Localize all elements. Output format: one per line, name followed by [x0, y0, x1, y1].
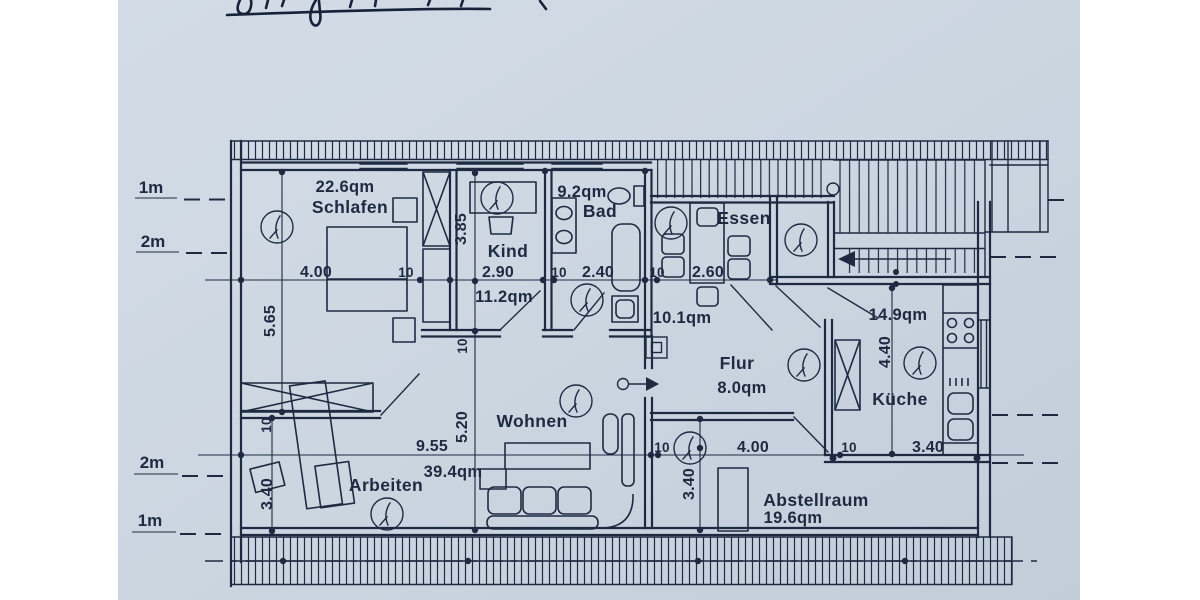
dim-label-3: 10 [551, 265, 566, 280]
wardrobe-column [422, 171, 451, 323]
dim-label-12: 5.65 [262, 305, 279, 337]
dim-label-19: 3.40 [681, 468, 698, 500]
roof-hatch-bands [230, 140, 1049, 586]
wall-junction-box [645, 336, 668, 359]
desk-chair [249, 461, 286, 494]
wall-junction-box-inner [650, 341, 663, 354]
bath-fixtures [551, 185, 645, 323]
room-label-bad: Bad [583, 201, 617, 221]
dim-label-16: 10 [455, 338, 470, 353]
dim-label-15: 3.85 [453, 213, 470, 245]
dimension-lines [132, 170, 1024, 533]
dim-label-10: 10 [841, 440, 856, 455]
sink-basin [947, 392, 974, 415]
bottom-hatch-band-lower [231, 561, 1012, 585]
room-label-flur: Flur [720, 353, 755, 373]
dim-label-2: 2.90 [482, 264, 514, 281]
height-mark-2: 2m [140, 453, 165, 472]
sofa-group [479, 413, 635, 530]
shower [611, 295, 639, 323]
dim-label-9: 4.00 [737, 439, 769, 456]
handwritten-note [225, 0, 548, 27]
stove-burner [946, 332, 958, 344]
windows [359, 163, 991, 389]
measure-dots [237, 167, 981, 565]
room-area-essen: 10.1qm [653, 309, 712, 327]
bed-kind [469, 181, 537, 235]
room-label-kueche: Küche [872, 389, 927, 409]
height-mark-0: 1m [139, 178, 164, 197]
dim-label-13: 10 [259, 417, 274, 432]
stove-burner [963, 332, 975, 344]
dim-label-6: 2.60 [692, 264, 724, 281]
height-lines [180, 198, 1064, 562]
furniture [240, 171, 979, 532]
bed-double [326, 197, 418, 343]
dim-label-5: 10 [649, 265, 664, 280]
storage-shelf [717, 467, 749, 532]
bathtub [611, 223, 641, 292]
room-area-kueche: 14.9qm [869, 306, 928, 324]
room-area-kind: 11.2qm [475, 288, 533, 306]
desk [288, 380, 356, 510]
door-leaves [380, 284, 879, 453]
dim-label-4: 2.40 [582, 264, 614, 281]
room-label-abstellraum: Abstellraum [763, 490, 869, 510]
kitchen-counter [942, 284, 979, 456]
staircase [826, 159, 986, 278]
room-label-wohnen: Wohnen [496, 411, 567, 431]
room-area-wohnen: 39.4qm [424, 463, 483, 481]
dim-label-11: 3.40 [912, 439, 944, 456]
dim-label-17: 5.20 [454, 411, 471, 443]
room-area-flur: 8.0qm [717, 379, 766, 397]
dining-set [661, 202, 751, 307]
room-label-essen: Essen [717, 208, 771, 228]
roof-edge-right [984, 140, 1049, 233]
stove-burner [963, 317, 975, 329]
top-hatch-band [231, 141, 1048, 160]
dim-label-8: 10 [654, 440, 669, 455]
toilet [607, 187, 631, 205]
dining-table [689, 202, 725, 284]
stove-burner [946, 317, 958, 329]
stair-direction-arrow [838, 251, 855, 267]
dim-label-0: 4.00 [300, 264, 332, 281]
stair-treads-lower [846, 248, 982, 273]
room-label-arbeiten: Arbeiten [349, 475, 423, 495]
room-label-schlafen: Schlafen [312, 197, 388, 217]
sink-basin [947, 418, 974, 441]
height-mark-1: 2m [141, 232, 166, 251]
height-mark-3: 1m [138, 511, 163, 530]
dim-label-1: 10 [398, 265, 413, 280]
bottom-hatch-band-upper [231, 537, 1012, 561]
washbasin [551, 197, 577, 254]
room-area-abstellraum: 19.6qm [764, 509, 823, 527]
dim-label-14: 3.40 [259, 478, 276, 510]
chimney [834, 339, 861, 411]
room-area-schlafen: 22.6qm [316, 178, 375, 196]
dim-label-18: 4.40 [877, 336, 894, 368]
stair-treads-upper [836, 160, 982, 233]
room-area-bad: 9.2qm [557, 183, 606, 201]
dim-label-7: 9.55 [416, 438, 448, 455]
roof-grid-over-dining [656, 160, 824, 198]
entrance-marker [616, 336, 668, 391]
room-label-kind: Kind [488, 241, 528, 261]
